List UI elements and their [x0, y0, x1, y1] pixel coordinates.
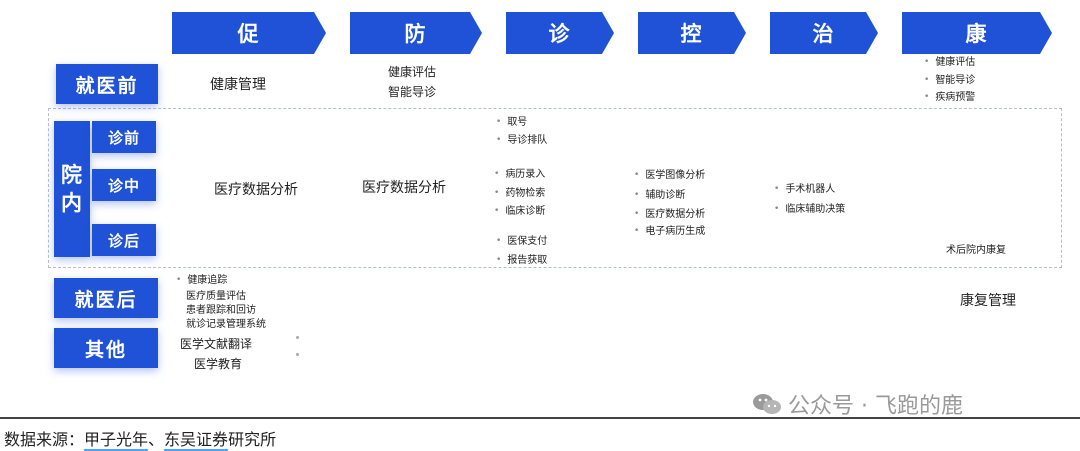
row-label-during-consult: 诊中 — [92, 169, 156, 201]
row-label-text: 诊前 — [107, 128, 140, 147]
watermark: 公众号 · 飞跑的鹿 — [752, 388, 963, 420]
source-link-1: 甲子光年 — [84, 430, 149, 451]
stage-label: 控 — [680, 22, 704, 46]
row-label-in-hospital: 院内 — [54, 121, 90, 257]
cell-in-zhi-2: 临床辅助决策 — [774, 203, 845, 217]
stage-zhen: 诊 — [506, 12, 614, 54]
stage-label: 防 — [404, 22, 428, 46]
row-label-post-visit: 就医后 — [54, 278, 158, 318]
row-label-text: 其他 — [84, 338, 127, 361]
cell-in-zhen-b-2: 药物检索 — [494, 187, 545, 201]
stage-kang: 康 — [902, 12, 1052, 54]
source-note: 数据来源：甲子光年、东吴证券研究所 — [4, 426, 277, 451]
bullet-dot — [296, 336, 299, 339]
row-label-pre-visit: 就医前 — [56, 64, 158, 104]
cell-post-cu-4: 就诊记录管理系统 — [186, 319, 266, 330]
cell-pre-cu: 健康管理 — [210, 77, 266, 93]
stage-fang: 防 — [350, 12, 482, 54]
cell-in-kong-4: 电子病历生成 — [634, 225, 705, 239]
cell-in-zhen-b-1: 病历录入 — [494, 168, 545, 182]
stage-label: 康 — [965, 22, 989, 46]
stage-label: 治 — [812, 22, 836, 46]
cell-pre-kang-3: 疾病预警 — [924, 91, 975, 105]
cell-in-kang: 术后院内康复 — [946, 245, 1006, 256]
row-label-other: 其他 — [54, 328, 158, 368]
stage-label: 促 — [237, 22, 261, 46]
in-hospital-region — [48, 108, 1062, 268]
cell-in-cu: 医疗数据分析 — [214, 182, 298, 198]
stage-kong: 控 — [638, 12, 746, 54]
cell-in-zhen-a-1: 取号 — [496, 116, 527, 130]
watermark-text: 公众号 · 飞跑的鹿 — [788, 394, 963, 419]
cell-in-kong-1: 医学图像分析 — [634, 169, 705, 183]
source-suffix: 研究所 — [228, 430, 277, 449]
cell-post-cu-3: 患者跟踪和回访 — [186, 305, 256, 316]
cell-in-zhi-1: 手术机器人 — [774, 183, 835, 197]
row-label-post-consult: 诊后 — [92, 224, 156, 256]
bullet-dot — [296, 353, 299, 356]
row-label-text: 院内 — [61, 163, 84, 215]
cell-pre-kang-1: 健康评估 — [924, 56, 975, 70]
cell-post-cu-2: 医疗质量评估 — [186, 291, 246, 302]
row-label-text: 就医后 — [74, 288, 138, 311]
row-label-pre-consult: 诊前 — [92, 121, 156, 153]
stage-label: 诊 — [548, 22, 572, 46]
cell-pre-fang-1: 健康评估 — [388, 65, 437, 79]
row-label-text: 诊中 — [107, 176, 140, 195]
cell-pre-kang-2: 智能导诊 — [924, 74, 975, 88]
cell-other-cu-2: 医学教育 — [194, 357, 243, 371]
cell-pre-fang-2: 智能导诊 — [388, 85, 437, 99]
stage-cu: 促 — [172, 12, 326, 54]
cell-post-kang: 康复管理 — [960, 293, 1016, 309]
source-separator: 、 — [148, 430, 165, 449]
row-label-text: 诊后 — [107, 231, 140, 250]
footer-divider — [0, 417, 1080, 419]
cell-in-zhen-a-2: 导诊排队 — [496, 134, 547, 148]
wechat-icon — [753, 394, 781, 414]
cell-other-cu-1: 医学文献翻译 — [180, 337, 253, 351]
cell-in-zhen-c-2: 报告获取 — [496, 254, 547, 268]
cell-in-kong-2: 辅助诊断 — [634, 189, 685, 203]
cell-in-fang: 医疗数据分析 — [362, 180, 446, 196]
cell-post-cu-1: 健康追踪 — [176, 274, 227, 288]
cell-in-zhen-b-3: 临床诊断 — [494, 205, 545, 219]
source-prefix: 数据来源： — [4, 430, 85, 449]
cell-in-kong-3: 医疗数据分析 — [634, 208, 705, 222]
source-link-2: 东吴证券 — [164, 430, 229, 451]
stage-zhi: 治 — [770, 12, 878, 54]
cell-in-zhen-c-1: 医保支付 — [496, 235, 547, 249]
row-label-text: 就医前 — [75, 74, 139, 97]
